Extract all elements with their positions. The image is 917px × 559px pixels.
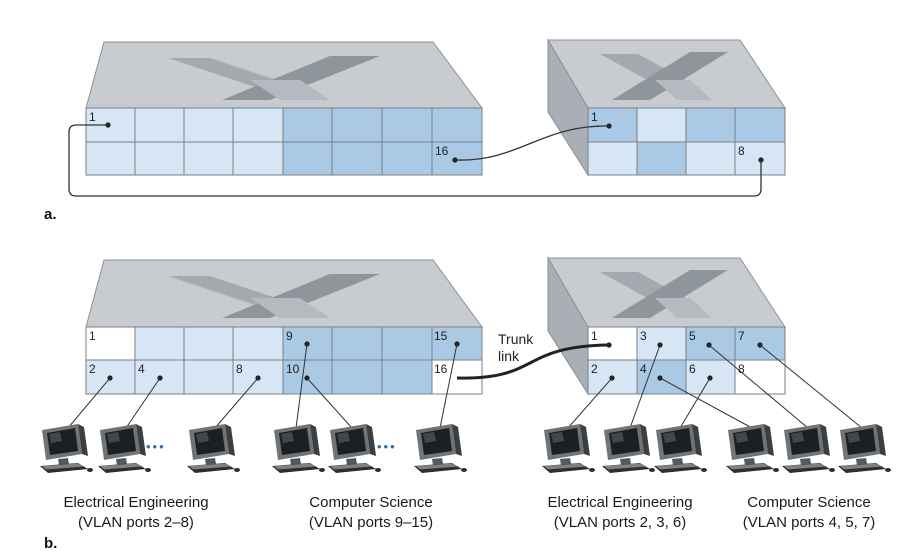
port-label-b-right-5: 5	[689, 329, 696, 343]
figure-b: 1 2 4 8 9 10 15 16	[40, 256, 891, 552]
pc-ee-1	[40, 424, 93, 473]
port-label-b-left-1: 1	[89, 329, 96, 343]
port-label-a-left-16: 16	[435, 144, 449, 158]
group-caption-ee-left-line1: Electrical Engineering	[63, 494, 208, 511]
port-label-b-right-1: 1	[591, 329, 598, 343]
cable-a-1-to-8	[68, 124, 762, 197]
group-caption-cs-right-line1: Computer Science	[747, 494, 870, 511]
port-label-a-right-8: 8	[738, 144, 745, 158]
trunk-link-cable	[456, 343, 610, 380]
host-cables-right	[567, 344, 863, 429]
pc-cs-r5	[782, 424, 835, 473]
pc-ee-8	[187, 424, 240, 473]
switch-right-a: 1 8	[547, 38, 786, 177]
host-cables-left	[67, 343, 458, 429]
pc-cs-10	[328, 424, 381, 473]
port-label-b-left-15: 15	[434, 329, 448, 343]
ellipsis-ee: •••	[146, 439, 166, 454]
switch-right-b: 1 3 5 7 2 4 6 8	[547, 256, 786, 396]
figure-a-label: a.	[44, 206, 57, 223]
port-label-b-left-8: 8	[236, 362, 243, 376]
pc-ee-r2	[542, 424, 595, 473]
port-label-b-right-7: 7	[738, 329, 745, 343]
port-label-b-left-4: 4	[138, 362, 145, 376]
group-caption-cs-left-line2: (VLAN ports 9–15)	[309, 514, 433, 531]
pc-ee-r3	[602, 424, 655, 473]
group-caption-cs-right-line2: (VLAN ports 4, 5, 7)	[743, 514, 876, 531]
ellipsis-cs: •••	[377, 439, 397, 454]
cable-a-16-to-1	[454, 125, 610, 161]
figure-a: 1 16 1 8	[44, 38, 786, 223]
group-caption-ee-left-line2: (VLAN ports 2–8)	[78, 514, 194, 531]
group-caption-ee-right-line1: Electrical Engineering	[547, 494, 692, 511]
group-caption-cs-left-line1: Computer Science	[309, 494, 432, 511]
port-label-b-right-3: 3	[640, 329, 647, 343]
port-label-b-right-6: 6	[689, 362, 696, 376]
port-label-b-left-2: 2	[89, 362, 96, 376]
port-label-b-right-4: 4	[640, 362, 647, 376]
group-caption-ee-right-line2: (VLAN ports 2, 3, 6)	[554, 514, 687, 531]
port-label-a-left-1: 1	[89, 110, 96, 124]
trunk-label-line1: Trunk	[498, 331, 534, 347]
port-label-b-left-16: 16	[434, 362, 448, 376]
port-label-a-right-1: 1	[591, 110, 598, 124]
figure-b-label: b.	[44, 535, 57, 552]
switch-left-b: 1 2 4 8 9 10 15 16	[85, 259, 483, 395]
pc-ee-r6	[654, 424, 707, 473]
pc-cs-r4	[726, 424, 779, 473]
port-label-b-right-2: 2	[591, 362, 598, 376]
port-label-b-left-10: 10	[286, 362, 300, 376]
pc-cs-9	[272, 424, 325, 473]
pc-cs-15	[414, 424, 467, 473]
trunk-label-line2: link	[498, 348, 520, 364]
switch-left-a: 1 16	[85, 41, 483, 176]
pc-cs-r7	[838, 424, 891, 473]
pc-ee-2	[98, 424, 151, 473]
port-label-b-right-8: 8	[738, 362, 745, 376]
port-label-b-left-9: 9	[286, 329, 293, 343]
